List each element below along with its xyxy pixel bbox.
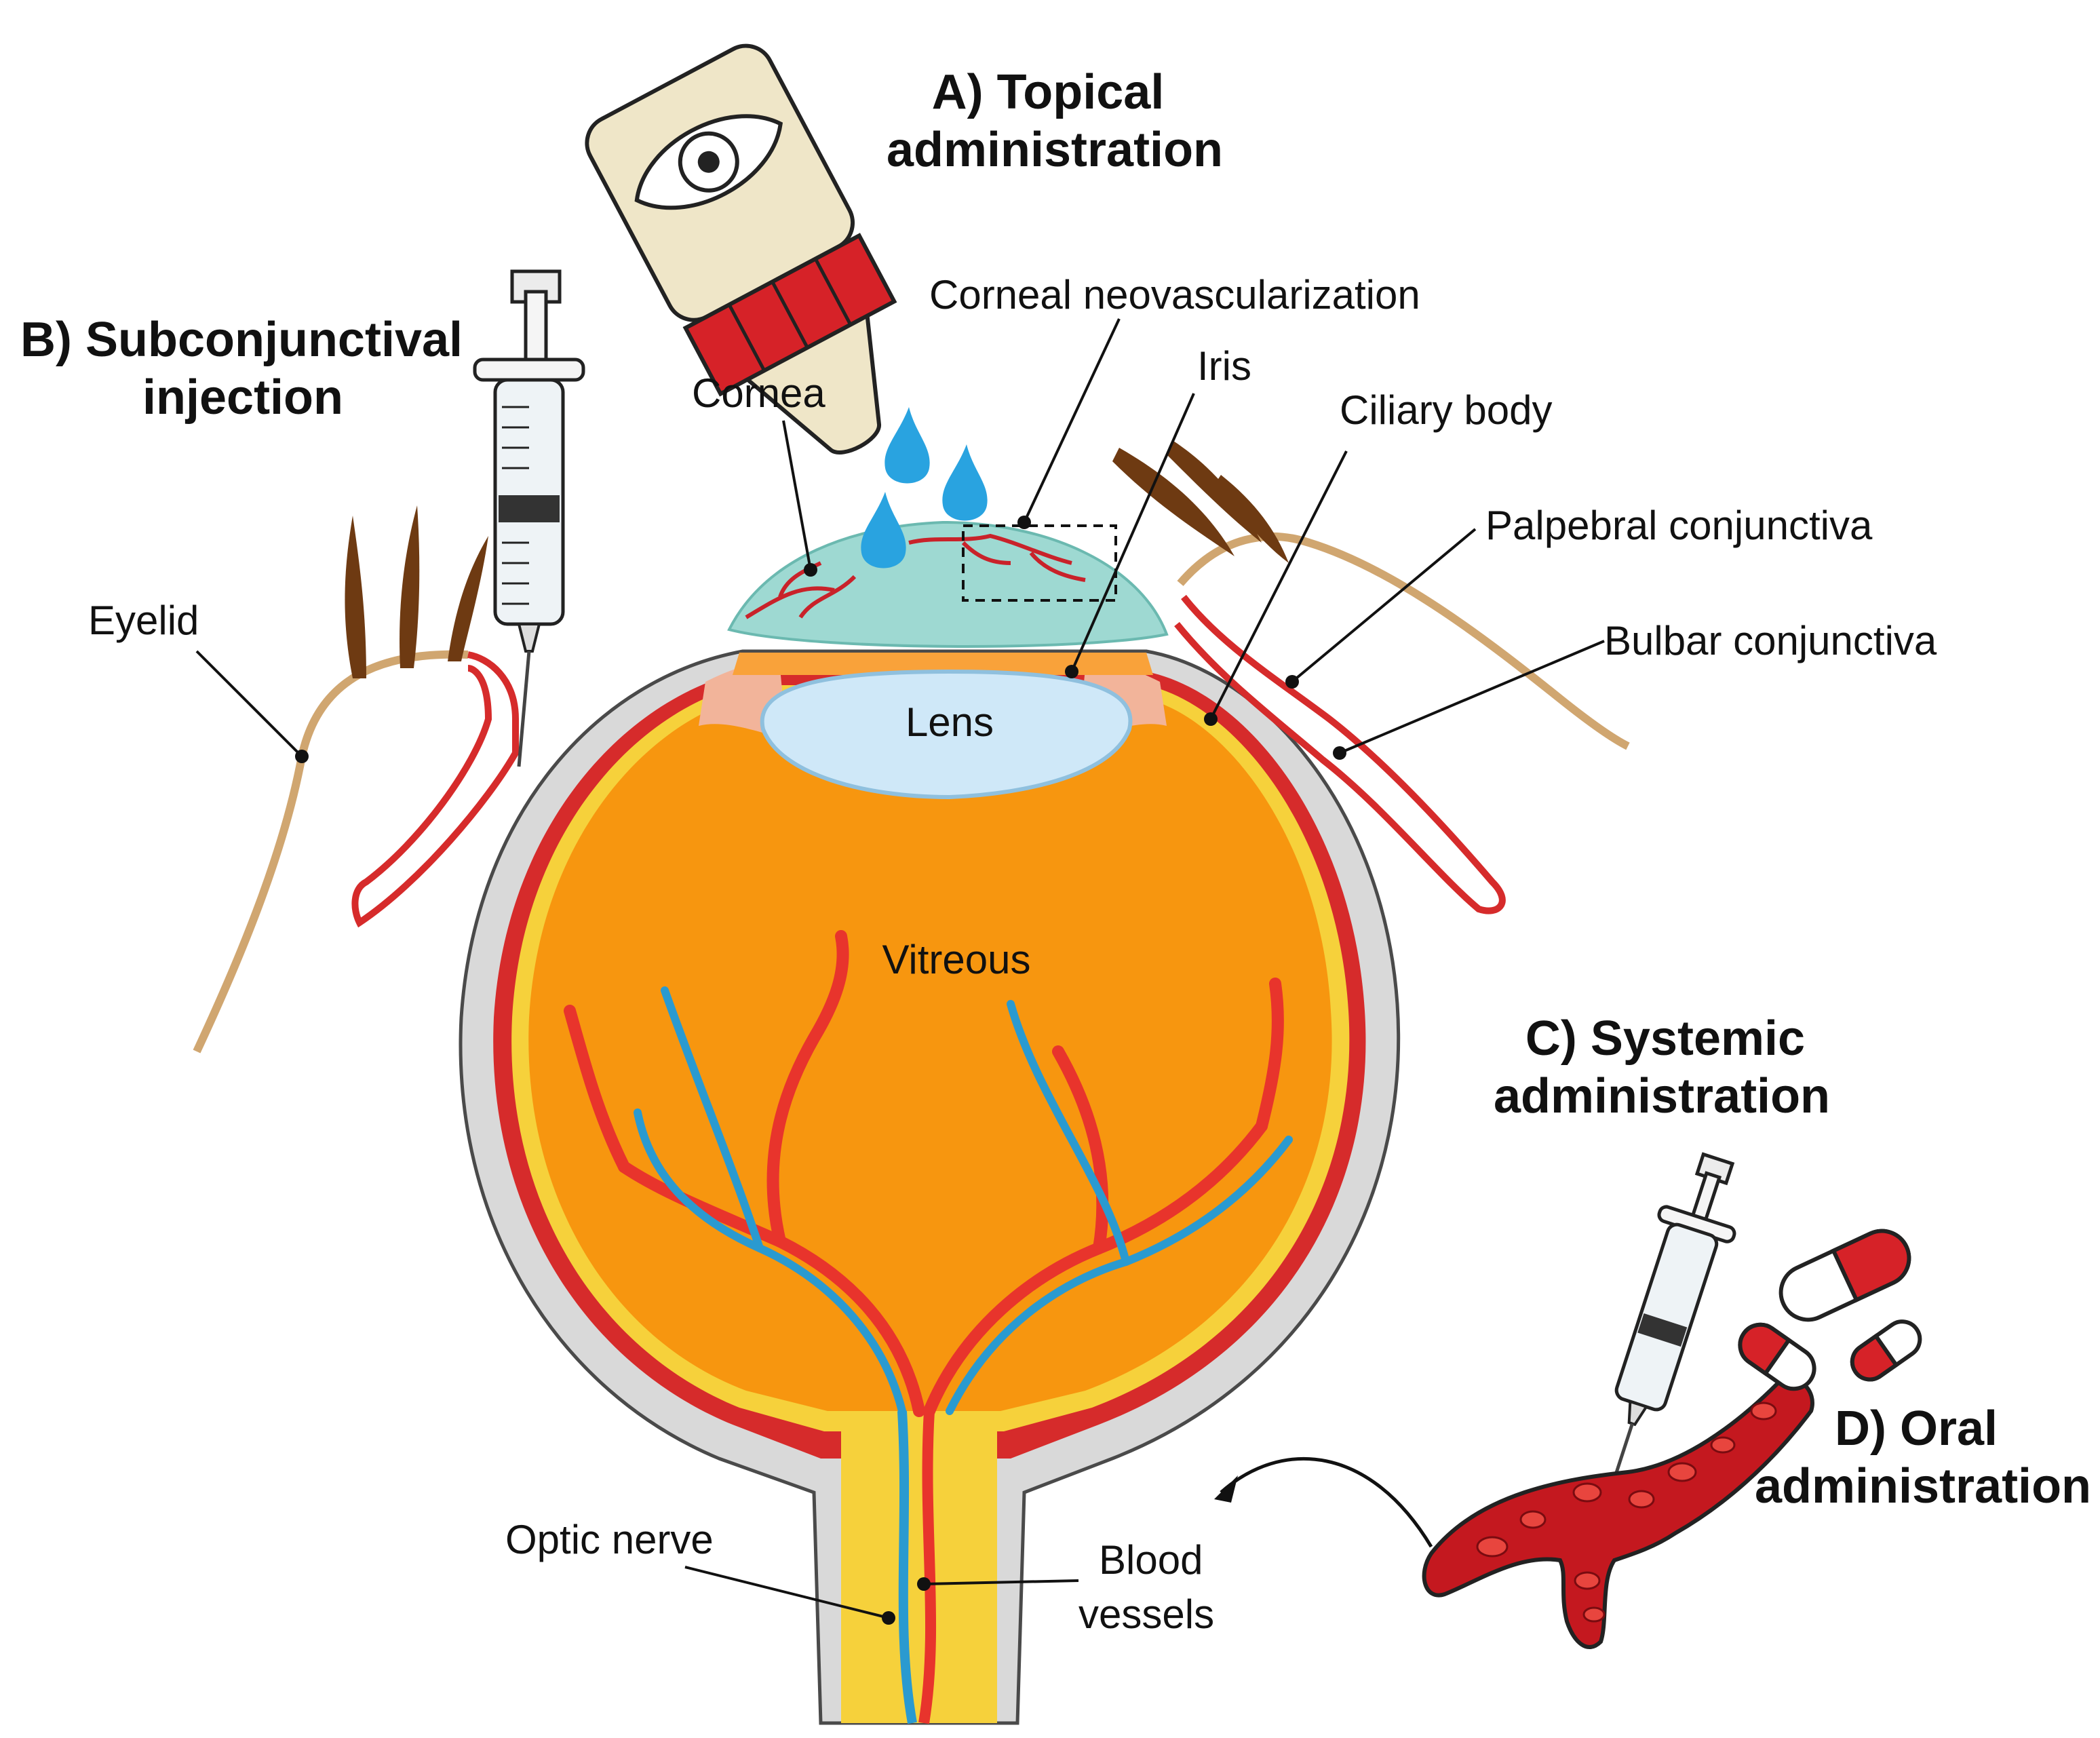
- label-vitreous: Vitreous: [882, 937, 1030, 982]
- route-labels: A) Topical administration B) Subconjunct…: [20, 65, 2091, 1513]
- eyeball: [459, 520, 1401, 1725]
- palpebral-conj-left: [351, 651, 519, 928]
- blood-vessel: [1422, 1377, 1814, 1649]
- label-eyelid: Eyelid: [88, 598, 199, 643]
- label-iris: Iris: [1197, 343, 1251, 389]
- label-ciliary-body: Ciliary body: [1340, 387, 1552, 433]
- eyelash-right-3: [1214, 475, 1289, 563]
- eye-drop-bottle: [585, 43, 897, 455]
- label-blood-vessels-2: vessels: [1078, 1591, 1214, 1637]
- drop-1: [884, 407, 930, 484]
- drop-3: [861, 492, 906, 568]
- eyelash-left-2: [400, 505, 420, 668]
- retinal-veins: [634, 986, 1293, 1415]
- eye-drops: [861, 407, 988, 568]
- pill-3: [1850, 1319, 1922, 1382]
- pill-2: [1738, 1322, 1816, 1391]
- eyelash-left-1: [345, 516, 366, 678]
- corneal-vessels: [745, 533, 1086, 619]
- subconjunctival-syringe: [473, 269, 585, 767]
- topical-title: A) Topical: [932, 65, 1165, 119]
- drop-2: [942, 444, 988, 521]
- flow-arrow: [1220, 1457, 1433, 1548]
- label-corneal-neovascularization: Corneal neovascularization: [929, 272, 1420, 317]
- oral-pills: [1738, 1229, 1922, 1391]
- label-optic-nerve: Optic nerve: [505, 1517, 714, 1562]
- eyelash-left-3: [448, 536, 488, 661]
- iris-band: [733, 653, 1153, 675]
- oral-title: D) Oral: [1835, 1402, 1998, 1456]
- topical-subtitle: administration: [887, 123, 1223, 177]
- subconjunctival-subtitle: injection: [142, 370, 343, 425]
- bottle-nozzle: [743, 312, 882, 455]
- retinal-arteries: [564, 930, 1284, 1417]
- oral-subtitle: administration: [1755, 1459, 2091, 1513]
- label-bulbar-conjunctiva: Bulbar conjunctiva: [1604, 618, 1937, 663]
- lens-shape: [760, 669, 1133, 800]
- subconjunctival-title: B) Subconjunctival: [20, 313, 463, 367]
- label-cornea: Cornea: [692, 370, 825, 416]
- label-palpebral-conjunctiva: Palpebral conjunctiva: [1485, 503, 1873, 548]
- systemic-subtitle: administration: [1494, 1069, 1830, 1123]
- eyelid-skin-right: [1177, 532, 1630, 750]
- systemic-title: C) Systemic: [1525, 1011, 1805, 1066]
- pill-1: [1778, 1229, 1911, 1322]
- optic-nerve-shape: [841, 1411, 997, 1723]
- label-lens: Lens: [906, 699, 994, 745]
- cornea-shape: [727, 520, 1169, 648]
- vitreous-body: [528, 699, 1332, 1411]
- flow-arrowhead: [1214, 1475, 1238, 1503]
- eyelash-right-1: [1112, 448, 1234, 556]
- anatomy-labels: Corneal neovascularization Iris Ciliary …: [88, 272, 1937, 1637]
- leader-lines: [195, 318, 1605, 1625]
- systemic-syringe: [1605, 1152, 1736, 1502]
- eyelash-right-2: [1167, 441, 1262, 543]
- label-blood-vessels-1: Blood: [1099, 1537, 1203, 1583]
